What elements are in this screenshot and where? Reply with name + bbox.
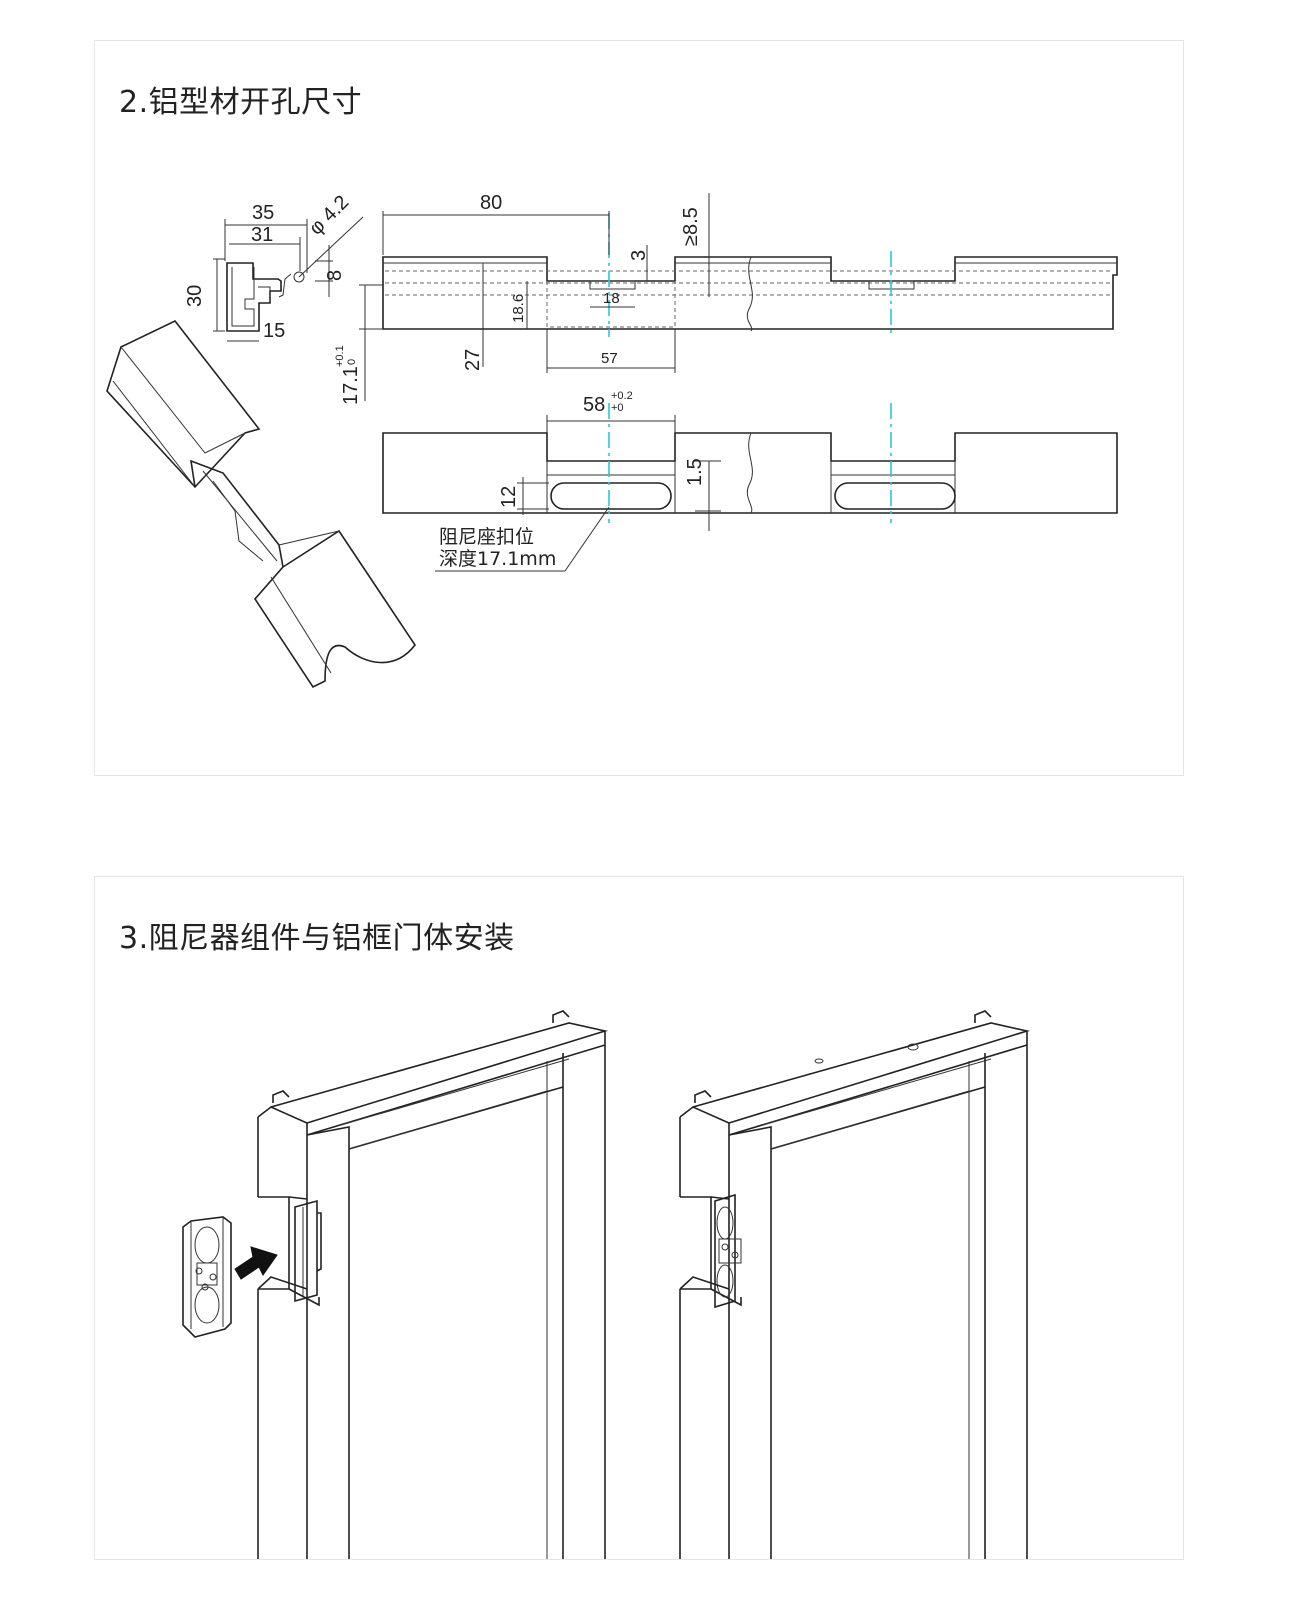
dim-80: 80 xyxy=(480,192,502,214)
dim-12: 12 xyxy=(498,486,520,508)
dim-31: 31 xyxy=(251,224,273,246)
dim-15: 15 xyxy=(263,320,285,342)
note-line-1: 阻尼座扣位 xyxy=(439,526,534,548)
dim-min-8-5: ≥8.5 xyxy=(680,207,702,246)
svg-text:0: 0 xyxy=(346,359,358,365)
svg-text:17.1: 17.1 xyxy=(340,366,362,405)
svg-text:+0.1: +0.1 xyxy=(334,345,346,367)
dim-30: 30 xyxy=(184,285,206,307)
insert-arrow-icon xyxy=(234,1246,278,1280)
damper-component xyxy=(182,1216,232,1338)
drilling-diagram: 35 31 φ 4.2 8 30 15 xyxy=(106,191,1118,689)
dim-58: 58 +0.2 +0 xyxy=(583,390,633,416)
dim-57: 57 xyxy=(601,350,618,367)
dim-35: 35 xyxy=(252,202,274,224)
svg-text:58: 58 xyxy=(583,394,605,416)
section-aluminum-profile-drilling: 2.铝型材开孔尺寸 35 31 φ 4.2 8 xyxy=(94,40,1184,776)
dim-8: 8 xyxy=(324,270,346,281)
dim-18: 18 xyxy=(603,290,620,307)
svg-text:+0: +0 xyxy=(611,402,624,414)
section-title: 2.铝型材开孔尺寸 xyxy=(119,85,363,120)
note-line-2: 深度17.1mm xyxy=(439,548,556,570)
section-title: 3.阻尼器组件与铝框门体安装 xyxy=(119,921,515,956)
installation-diagram xyxy=(182,1010,1031,1559)
profile-cross-section: 35 31 φ 4.2 8 30 15 xyxy=(184,191,364,342)
profile-isometric-view xyxy=(106,319,416,689)
elevation-slot-view: 58 +0.2 +0 1.5 12 阻尼座扣位 深度17.1mm xyxy=(382,390,1118,572)
dim-27: 27 xyxy=(462,349,484,371)
dim-1-5: 1.5 xyxy=(684,458,706,486)
svg-text:+0.2: +0.2 xyxy=(611,390,633,402)
section-damper-installation: 3.阻尼器组件与铝框门体安装 xyxy=(94,876,1184,1560)
door-frame-left xyxy=(257,1010,609,1559)
dim-17-1: 17.1 +0.1 0 xyxy=(334,345,362,405)
dim-3: 3 xyxy=(628,250,650,261)
dim-18-6: 18.6 xyxy=(510,294,527,323)
elevation-top-view: 80 ≥8.5 3 18.6 18 27 57 17.1 +0.1 0 xyxy=(334,192,1118,405)
door-frame-right xyxy=(679,1010,1031,1559)
